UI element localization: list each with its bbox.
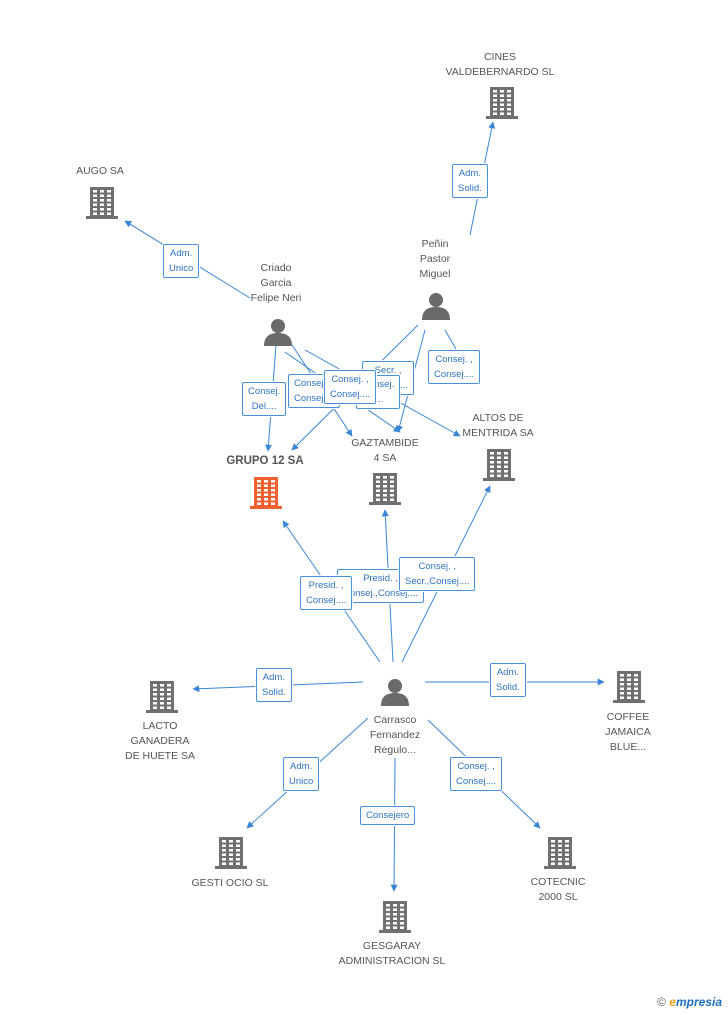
node-label-coffee: COFFEE JAMAICA BLUE...: [605, 711, 651, 753]
building-icon-highlighted[interactable]: [249, 476, 283, 510]
building-icon[interactable]: [482, 448, 516, 482]
empresia-logo-name: mpresia: [675, 995, 722, 1009]
building-icon[interactable]: [214, 836, 248, 870]
building-icon[interactable]: [543, 836, 577, 870]
edge-label-carrasco-gesgaray[interactable]: Consejero: [360, 806, 416, 825]
empresia-logo-e: e: [669, 995, 676, 1009]
building-icon[interactable]: [485, 86, 519, 120]
building-icon[interactable]: [85, 186, 119, 220]
node-label-carrasco: Carrasco Fernandez Regulo...: [369, 714, 421, 756]
edge-label-criado-augo[interactable]: Adm. Unico: [163, 244, 200, 278]
edge-label-carrasco-coffee[interactable]: Adm. Solid.: [490, 663, 526, 697]
edge-label-carrasco-lacto[interactable]: Adm. Solid.: [256, 668, 292, 702]
person-icon[interactable]: [421, 292, 451, 322]
node-label-gestiocio: GESTI OCIO SL: [191, 877, 269, 889]
copyright-icon: ©: [657, 995, 666, 1009]
building-icon[interactable]: [612, 670, 646, 704]
edge-label-carrasco-grupo[interactable]: Presid. , Consej....: [300, 576, 353, 610]
edge-label-carrasco-gestiocio[interactable]: Adm. Unico: [283, 757, 320, 791]
edge-label-criado-consej-b[interactable]: Consej. , Consej....: [324, 370, 377, 404]
edge-label-penin-cines[interactable]: Adm. Solid.: [452, 164, 488, 198]
edge-label-criado-grupo-del[interactable]: Consej. Del....: [242, 382, 287, 416]
edge-label-carrasco-altos[interactable]: Consej. , Secr.,Consej....: [399, 557, 476, 591]
node-label-cines: CINES VALDEBERNARDO SL: [445, 51, 555, 78]
building-icon[interactable]: [378, 900, 412, 934]
node-label-altos: ALTOS DE MENTRIDA SA: [462, 412, 534, 439]
building-icon[interactable]: [145, 680, 179, 714]
person-icon[interactable]: [263, 318, 293, 348]
node-label-augo: AUGO SA: [76, 165, 124, 177]
edge-label-carrasco-cotecnic[interactable]: Consej. , Consej....: [450, 757, 503, 791]
node-label-criado: Criado Garcia Felipe Neri: [250, 262, 302, 304]
building-icon[interactable]: [368, 472, 402, 506]
empresia-brand[interactable]: © empresia: [657, 995, 722, 1009]
node-label-grupo12: GRUPO 12 SA: [226, 455, 304, 467]
edge-label-penin-altos[interactable]: Consej. , Consej....: [428, 350, 481, 384]
node-label-cotecnic: COTECNIC 2000 SL: [530, 876, 586, 903]
node-label-gaztambide: GAZTAMBIDE 4 SA: [351, 437, 419, 464]
node-label-penin: Peñin Pastor Miguel: [419, 238, 451, 280]
node-label-gesgaray: GESGARAY ADMINISTRACION SL: [338, 940, 446, 967]
node-label-lacto: LACTO GANADERA DE HUETE SA: [124, 720, 195, 762]
person-icon[interactable]: [380, 678, 410, 708]
